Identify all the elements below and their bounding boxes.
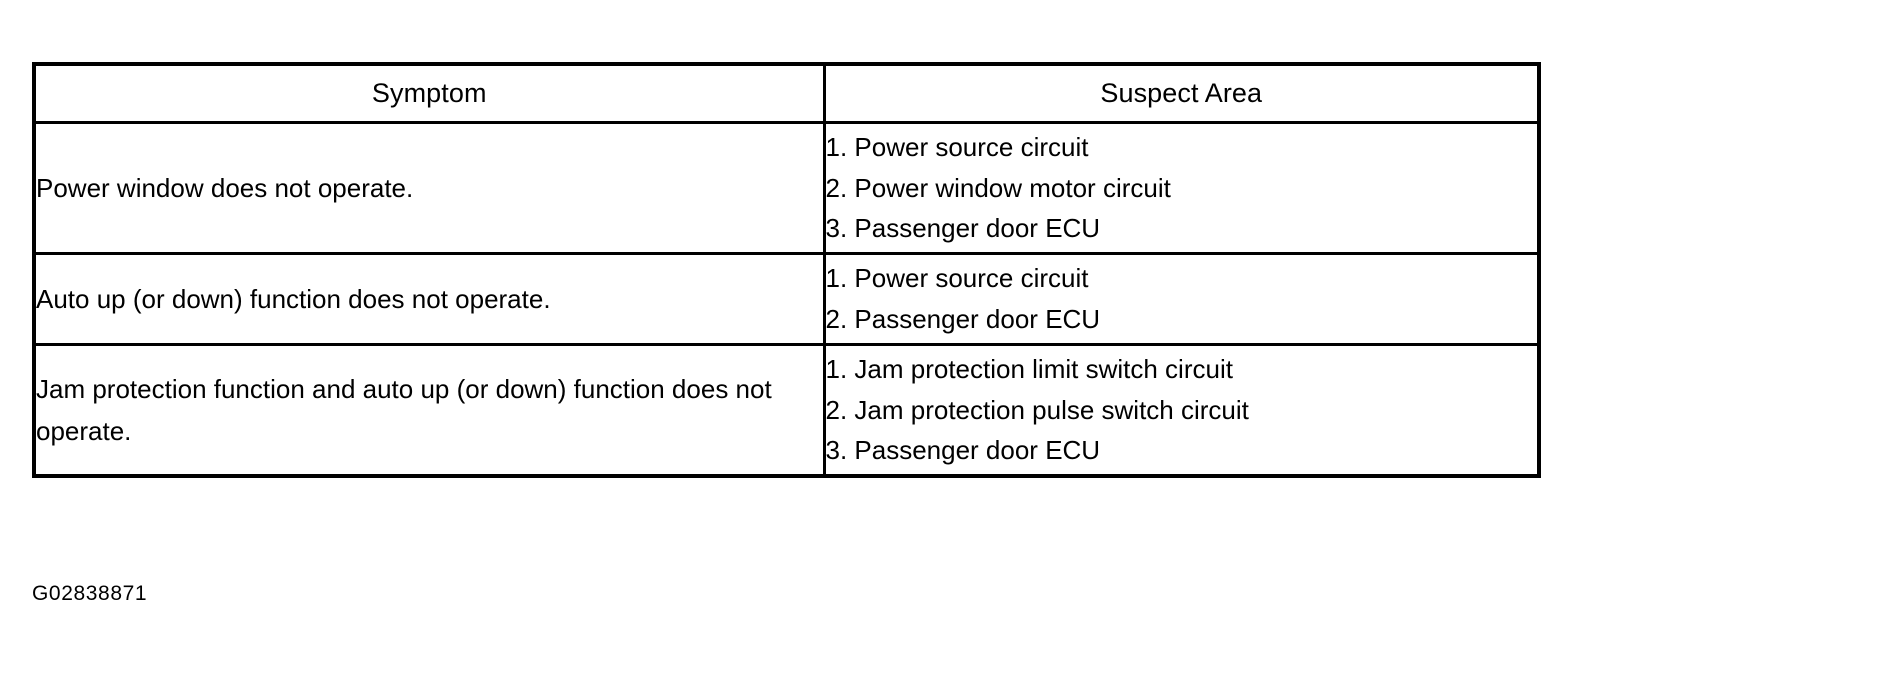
suspect-area-item: 1. Power source circuit — [825, 263, 1089, 294]
table-header-row: Symptom Suspect Area — [32, 62, 1541, 124]
cell-symptom: Auto up (or down) function does not oper… — [32, 252, 826, 346]
cell-suspect-area: 1. Power source circuit 2. Passenger doo… — [822, 252, 1541, 346]
suspect-area-item: 3. Passenger door ECU — [825, 435, 1101, 466]
suspect-area-list: 1. Power source circuit 2. Passenger doo… — [826, 258, 1538, 339]
column-header-suspect-area: Suspect Area — [822, 62, 1541, 124]
cell-suspect-area: 1. Power source circuit 2. Power window … — [822, 121, 1541, 255]
cell-symptom: Power window does not operate. — [32, 121, 826, 255]
table-header: Symptom Suspect Area — [32, 62, 1541, 124]
suspect-area-item: 2. Jam protection pulse switch circuit — [825, 394, 1249, 425]
table-body: Power window does not operate. 1. Power … — [32, 121, 1541, 478]
cell-suspect-area: 1. Jam protection limit switch circuit 2… — [822, 343, 1541, 478]
suspect-area-item: 3. Passenger door ECU — [825, 213, 1101, 244]
column-header-symptom: Symptom — [32, 62, 826, 124]
suspect-area-list: 1. Power source circuit 2. Power window … — [826, 127, 1538, 249]
suspect-area-list: 1. Jam protection limit switch circuit 2… — [826, 349, 1538, 471]
table-row: Jam protection function and auto up (or … — [32, 343, 1541, 478]
symptom-suspect-table-container: Symptom Suspect Area Power window does n… — [32, 62, 1541, 478]
suspect-area-item: 1. Jam protection limit switch circuit — [825, 354, 1233, 385]
cell-symptom: Jam protection function and auto up (or … — [32, 343, 826, 478]
table-row: Power window does not operate. 1. Power … — [32, 121, 1541, 255]
figure-reference-code: G02838871 — [32, 582, 148, 605]
suspect-area-item: 1. Power source circuit — [825, 132, 1089, 163]
symptom-suspect-table: Symptom Suspect Area Power window does n… — [32, 62, 1541, 478]
suspect-area-item: 2. Power window motor circuit — [825, 172, 1171, 203]
suspect-area-item: 2. Passenger door ECU — [825, 304, 1101, 334]
table-row: Auto up (or down) function does not oper… — [32, 252, 1541, 346]
